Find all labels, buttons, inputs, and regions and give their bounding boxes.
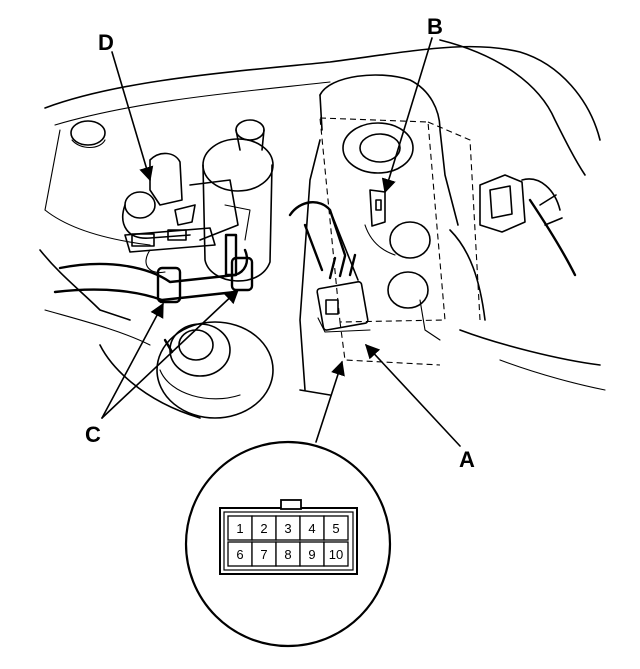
sensor-right bbox=[479, 174, 577, 277]
pin-7: 7 bbox=[260, 547, 267, 562]
pin-8: 8 bbox=[284, 547, 291, 562]
hose-c bbox=[53, 248, 254, 304]
pin-10: 10 bbox=[329, 547, 343, 562]
bracket-d bbox=[122, 152, 239, 274]
callout-label-c: C bbox=[85, 422, 101, 447]
reservoir bbox=[299, 74, 486, 391]
callout-leaders bbox=[101, 37, 461, 447]
pin-4: 4 bbox=[308, 521, 315, 536]
engine-bay-illustration bbox=[39, 39, 606, 419]
connector-a bbox=[316, 253, 371, 333]
connector-pin-grid bbox=[227, 515, 349, 567]
pin-3: 3 bbox=[284, 521, 291, 536]
canister bbox=[202, 119, 274, 282]
pin-5: 5 bbox=[332, 521, 339, 536]
bracket-b bbox=[364, 189, 396, 256]
callout-label-a: A bbox=[459, 447, 475, 472]
pin-6: 6 bbox=[236, 547, 243, 562]
callout-label-b: B bbox=[427, 14, 443, 39]
pin-1: 1 bbox=[236, 521, 243, 536]
connector-lock-tab bbox=[280, 499, 302, 510]
pin-9: 9 bbox=[308, 547, 315, 562]
connector-detail-view: 1 2 3 4 5 6 7 8 9 10 bbox=[184, 440, 392, 648]
pin-2: 2 bbox=[260, 521, 267, 536]
engine-mount bbox=[156, 321, 274, 419]
callout-label-d: D bbox=[98, 30, 114, 55]
